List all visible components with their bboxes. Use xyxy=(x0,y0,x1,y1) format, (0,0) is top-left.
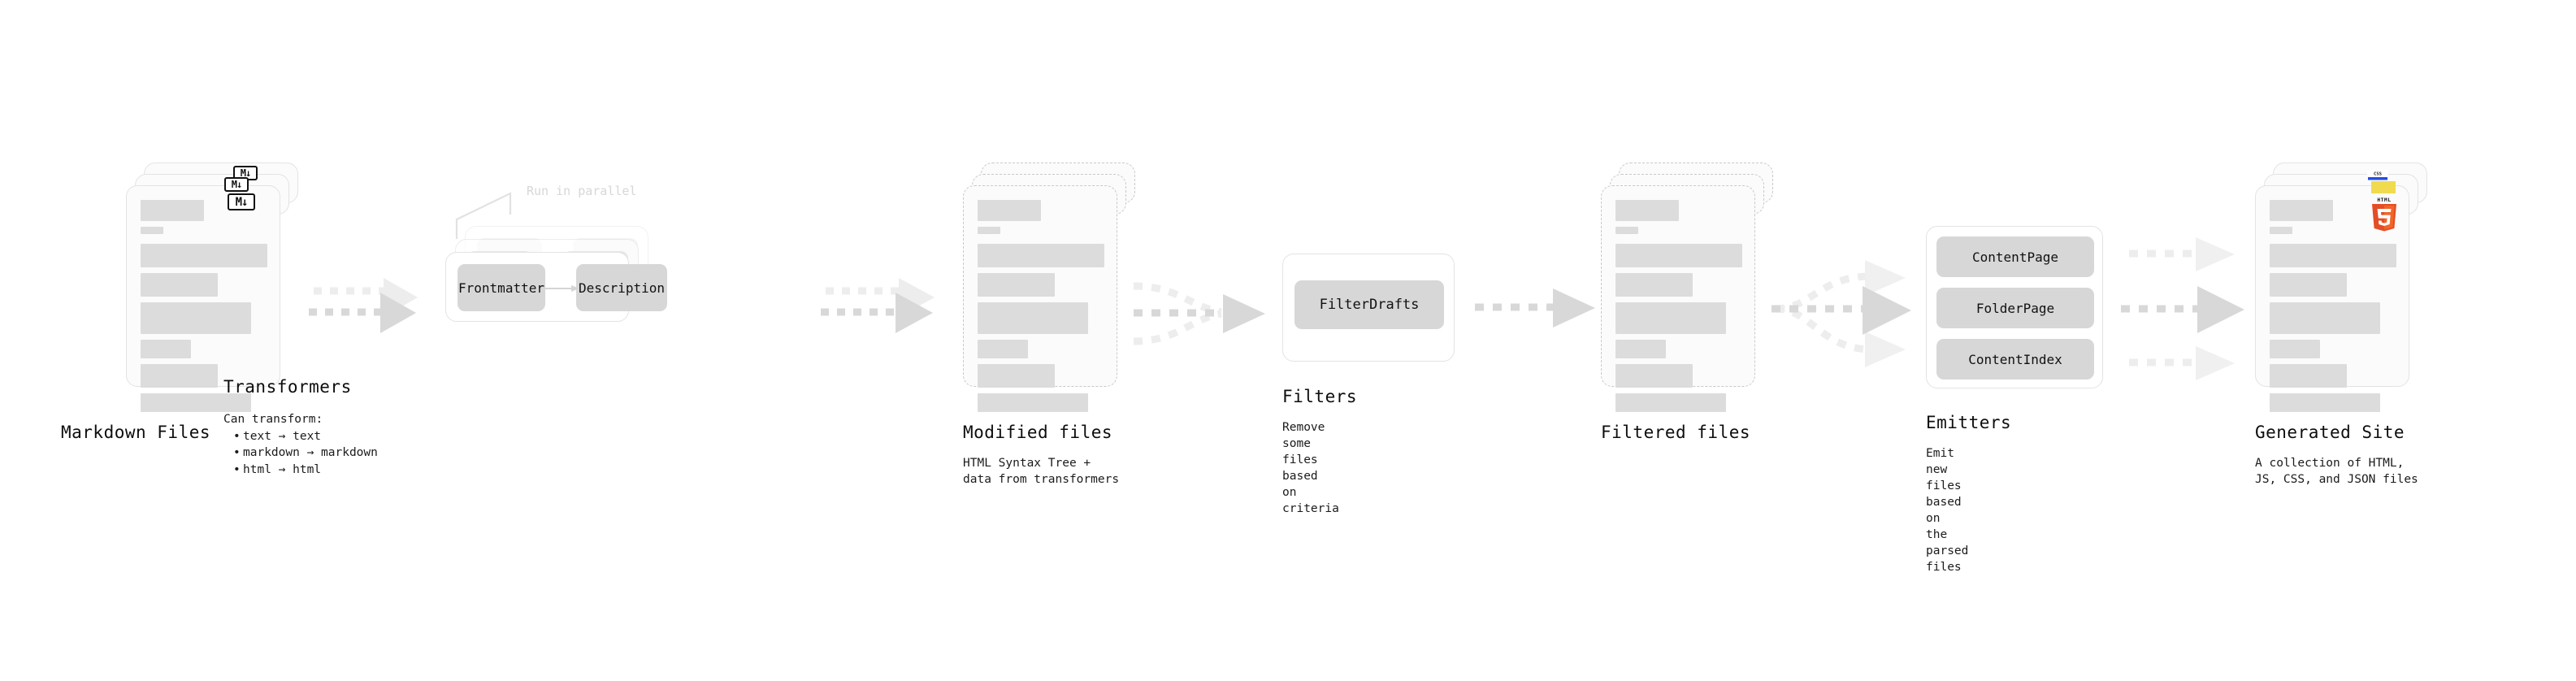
skeleton-bar xyxy=(141,200,204,221)
skeleton-bar xyxy=(1615,364,1693,388)
skeleton-content xyxy=(1615,200,1742,418)
skeleton-content xyxy=(141,200,267,418)
skeleton-bar xyxy=(141,302,251,334)
stage-title-modified-files: Modified files xyxy=(963,423,1113,442)
skeleton-content xyxy=(2270,200,2396,418)
skeleton-bar xyxy=(2270,393,2380,412)
stage-transformers: Run in parallel Frontmatter xyxy=(223,184,667,478)
skeleton-bar xyxy=(141,364,218,388)
emitter-chip-folderpage[interactable]: FolderPage xyxy=(1936,288,2094,328)
stage-title-filtered-files: Filtered files xyxy=(1601,423,1751,442)
skeleton-bar xyxy=(1615,302,1726,334)
skeleton-bar xyxy=(2270,244,2396,267)
skeleton-bar xyxy=(1615,273,1693,297)
markdown-badge-back-1: M↓ xyxy=(224,177,249,192)
transformers-bullet-item: markdown → markdown xyxy=(233,445,378,462)
html5-badge-wordmark: HTML xyxy=(2377,197,2391,203)
markdown-document-stack: M↓ M↓ M↓ xyxy=(126,163,298,412)
skeleton-bar xyxy=(978,200,1041,221)
stage-title-transformers: Transformers xyxy=(223,377,352,397)
stage-desc-modified-files: HTML Syntax Tree + data from transformer… xyxy=(963,457,1120,486)
filters-box: FilterDrafts xyxy=(1282,254,1455,362)
skeleton-bar xyxy=(978,302,1088,334)
stage-modified-files: Modified files HTML Syntax Tree + data f… xyxy=(963,163,1135,486)
markdown-badge-label: M↓ xyxy=(228,193,255,210)
skeleton-bar xyxy=(978,273,1055,297)
skeleton-bar xyxy=(141,393,251,412)
stage-filtered-files: Filtered files xyxy=(1601,163,1773,442)
stage-title-markdown-files: Markdown Files xyxy=(61,423,211,442)
transformer-layer-1: Frontmatter Description xyxy=(445,252,667,322)
conn-modified-to-filters xyxy=(1133,282,1265,345)
skeleton-bar xyxy=(2270,200,2333,221)
conn-transformers-to-modified xyxy=(821,278,935,333)
markdown-badge: M↓ xyxy=(228,193,255,210)
stage-markdown-files: M↓ M↓ M↓ Markdown Files xyxy=(61,163,298,442)
emitters-box: ContentPage FolderPage ContentIndex xyxy=(1926,226,2103,388)
skeleton-bar xyxy=(978,364,1055,388)
skeleton-bar xyxy=(2270,364,2347,388)
skeleton-content xyxy=(978,200,1104,418)
skeleton-bar xyxy=(1615,340,1666,358)
emitter-chip-contentindex[interactable]: ContentIndex xyxy=(1936,339,2094,380)
js-badge xyxy=(2371,181,2396,193)
stage-desc-filters: Remove some files based on criteria xyxy=(1282,421,1339,515)
transformer-layer-stack: Frontmatter Description xyxy=(445,226,667,325)
skeleton-bar xyxy=(2270,273,2347,297)
filtered-document-stack xyxy=(1601,163,1773,412)
skeleton-bar xyxy=(1615,244,1742,267)
stage-desc-emitters: Emit new files based on the parsed files xyxy=(1926,447,1969,574)
stage-title-emitters: Emitters xyxy=(1926,413,2012,432)
skeleton-bar xyxy=(141,227,163,234)
conn-markdown-to-transformers xyxy=(309,278,418,333)
transformers-bullet-item: html → html xyxy=(233,462,378,479)
skeleton-bar xyxy=(1615,227,1638,234)
svg-text:CSS: CSS xyxy=(2374,172,2382,177)
transformers-bullet-list: Can transform: text → text markdown → ma… xyxy=(223,411,378,478)
conn-filters-to-filtered xyxy=(1475,288,1595,327)
html5-badge: HTML xyxy=(2369,195,2400,232)
skeleton-bar xyxy=(978,340,1028,358)
stage-generated-site: CSS HTML Generated Site A collection o xyxy=(2255,163,2427,486)
skeleton-bar xyxy=(2270,227,2292,234)
skeleton-bar xyxy=(978,244,1104,267)
skeleton-bar xyxy=(978,393,1088,412)
skeleton-bar xyxy=(1615,200,1679,221)
skeleton-bar xyxy=(1615,393,1726,412)
skeleton-bar xyxy=(978,227,1000,234)
transformers-bullet-item: text → text xyxy=(233,428,378,445)
transformer-chip-description[interactable]: Description xyxy=(576,264,667,311)
generated-document-stack: CSS HTML xyxy=(2255,163,2427,412)
filter-chip-filterdrafts[interactable]: FilterDrafts xyxy=(1295,280,1444,329)
css3-badge: CSS xyxy=(2367,170,2388,180)
run-in-parallel-label: Run in parallel xyxy=(527,184,637,198)
emitter-chip-contentpage[interactable]: ContentPage xyxy=(1936,236,2094,277)
skeleton-bar xyxy=(2270,340,2320,358)
skeleton-bar xyxy=(2270,302,2380,334)
skeleton-bar xyxy=(141,273,218,297)
stage-title-generated-site: Generated Site xyxy=(2255,423,2405,442)
stage-desc-generated-site: A collection of HTML, JS, CSS, and JSON … xyxy=(2255,457,2418,486)
modified-document-stack xyxy=(963,163,1135,412)
stage-title-filters: Filters xyxy=(1282,387,1358,406)
transformer-chip-frontmatter[interactable]: Frontmatter xyxy=(458,264,545,311)
skeleton-bar xyxy=(141,340,191,358)
skeleton-bar xyxy=(141,244,267,267)
conn-filtered-to-emitters xyxy=(1772,260,1911,367)
transformers-bullets-lead: Can transform: xyxy=(223,413,323,426)
